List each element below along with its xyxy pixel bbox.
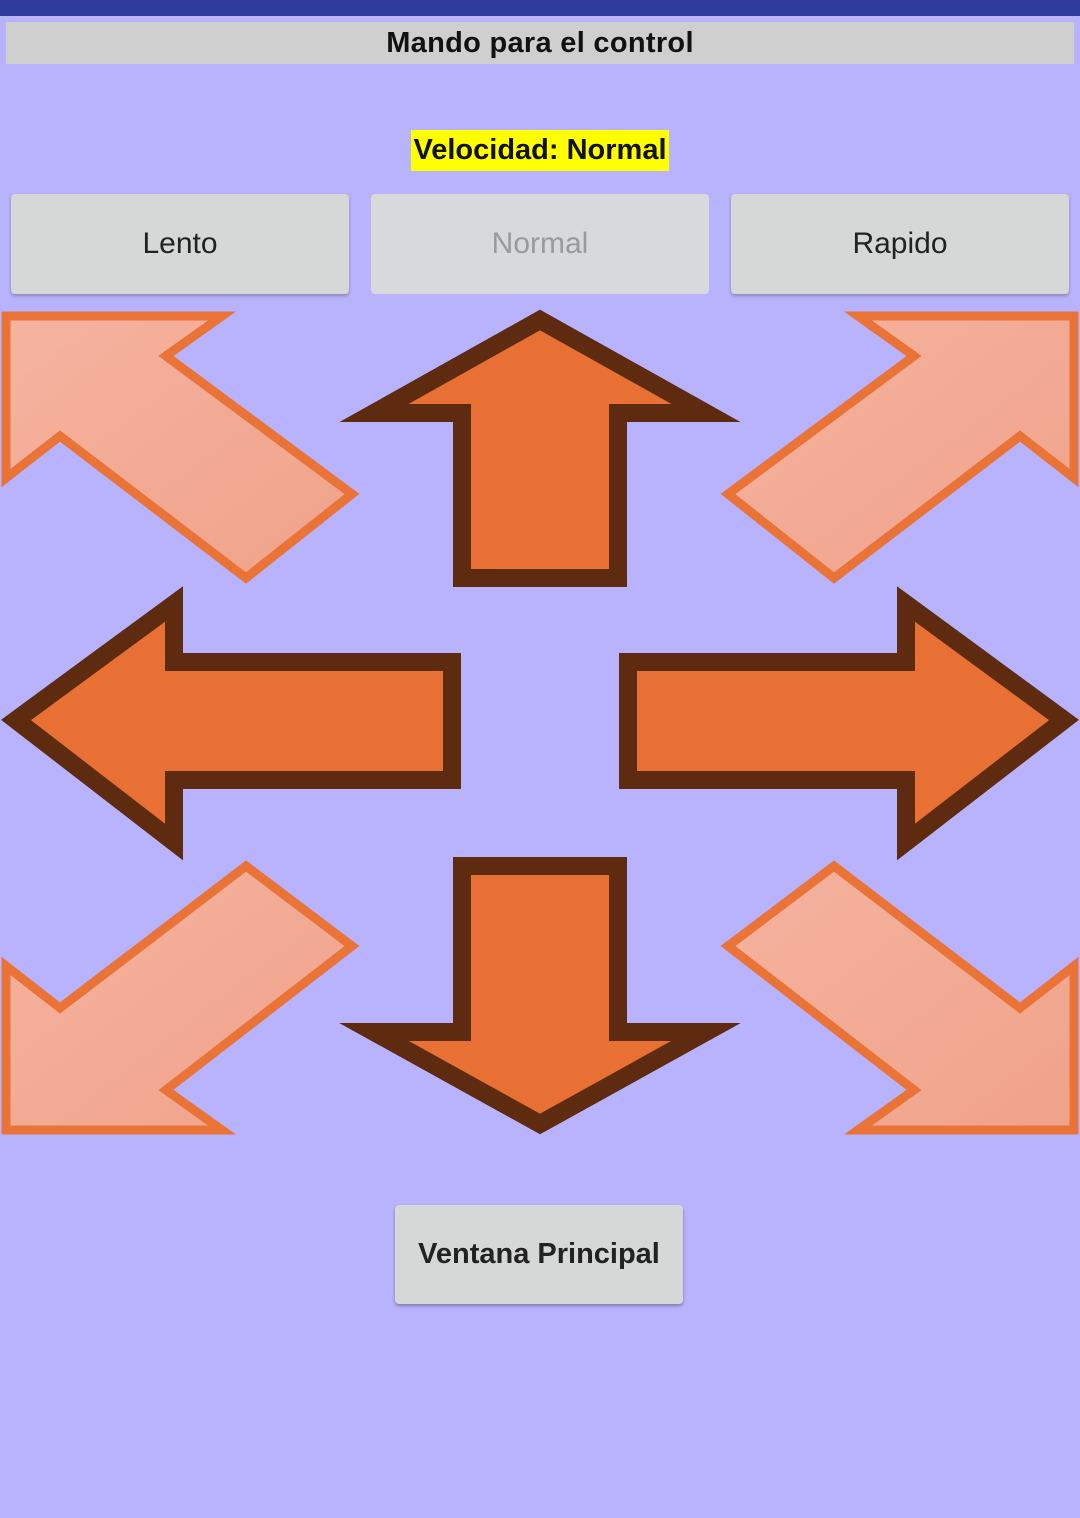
normal-speed-button[interactable]: Normal [371,194,709,294]
page-title: Mando para el control [386,26,694,59]
speed-indicator: Velocidad: Normal [0,130,1080,171]
down-arrow-icon[interactable] [339,857,741,1135]
title-bar: Mando para el control [6,22,1074,64]
up-right-arrow-icon[interactable] [720,311,1079,584]
down-left-arrow-icon[interactable] [1,860,360,1135]
slow-speed-button[interactable]: Lento [11,194,349,294]
fast-speed-button[interactable]: Rapido [731,194,1069,294]
up-left-arrow-icon[interactable] [1,311,360,584]
down-right-arrow-icon[interactable] [720,860,1079,1135]
speed-label: Velocidad: Normal [411,130,669,171]
right-arrow-icon[interactable] [619,586,1079,861]
left-arrow-icon[interactable] [1,586,461,861]
up-arrow-icon[interactable] [339,309,741,587]
status-bar [0,0,1080,16]
main-window-button[interactable]: Ventana Principal [395,1205,683,1304]
